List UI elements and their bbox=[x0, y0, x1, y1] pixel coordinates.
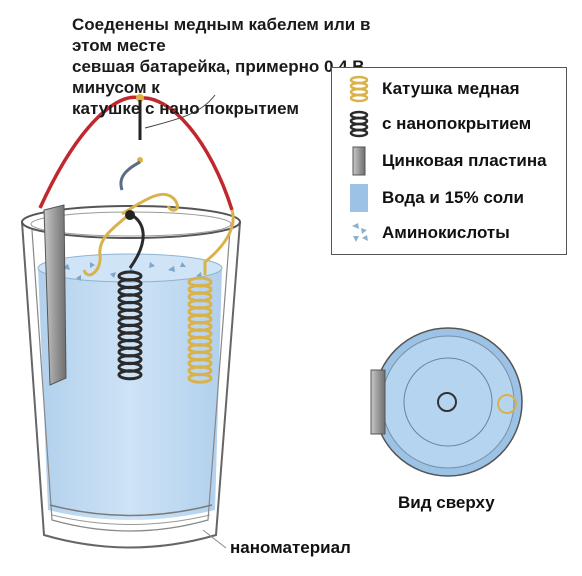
salt-water bbox=[38, 261, 222, 520]
nanomaterial-layer bbox=[49, 504, 213, 517]
top-view-zinc-plate bbox=[370, 369, 386, 435]
zinc-plate bbox=[43, 204, 67, 386]
zinc-plate-icon bbox=[344, 146, 374, 176]
legend-item-salt-water: Вода и 15% соли bbox=[344, 183, 524, 213]
salt-water-icon bbox=[344, 183, 374, 213]
copper-wire bbox=[82, 192, 235, 277]
top-view-nano-coil bbox=[437, 392, 457, 412]
annotation-text: Соеденены медным кабелем или в этом мест… bbox=[72, 14, 372, 119]
legend-item-copper-coil: Катушка медная bbox=[344, 74, 520, 104]
top-view-copper-coil bbox=[497, 394, 517, 414]
legend-label: с нанопокрытием bbox=[382, 114, 532, 133]
legend-label: Вода и 15% соли bbox=[382, 188, 524, 207]
nanocoated-coil bbox=[117, 270, 143, 381]
annotation-line: севшая батарейка, примерно 0.4 В, минусо… bbox=[72, 57, 370, 97]
legend-item-amino-acids: Аминокислоты bbox=[344, 218, 510, 248]
nanomaterial-caption: наноматериал bbox=[230, 538, 351, 557]
nanomaterial-pointer bbox=[202, 529, 227, 549]
top-view-diagram bbox=[370, 327, 523, 477]
legend-item-zinc-plate: Цинковая пластина bbox=[344, 146, 547, 176]
copper-coil bbox=[187, 276, 213, 384]
legend-label: Катушка медная bbox=[382, 79, 520, 98]
amino-acid-particles bbox=[62, 262, 202, 281]
annotation-line: катушке с нано покрытием bbox=[72, 99, 299, 118]
copper-coil-icon bbox=[344, 74, 374, 104]
legend-item-nanocoated-coil: с нанопокрытием bbox=[344, 109, 531, 139]
nanocoated-coil-icon bbox=[344, 109, 374, 139]
legend-label: Цинковая пластина bbox=[382, 151, 547, 170]
legend: Катушка медная с нанопокрытием Цинковая … bbox=[331, 67, 567, 255]
glass-rim bbox=[21, 205, 241, 239]
amino-acids-icon bbox=[344, 218, 374, 248]
legend-label: Аминокислоты bbox=[382, 223, 510, 242]
annotation-line: Соеденены медным кабелем или в этом мест… bbox=[72, 15, 371, 55]
annotation-leader-line bbox=[144, 94, 216, 129]
glass-beaker bbox=[21, 205, 241, 549]
top-view-caption: Вид сверху bbox=[398, 493, 495, 512]
